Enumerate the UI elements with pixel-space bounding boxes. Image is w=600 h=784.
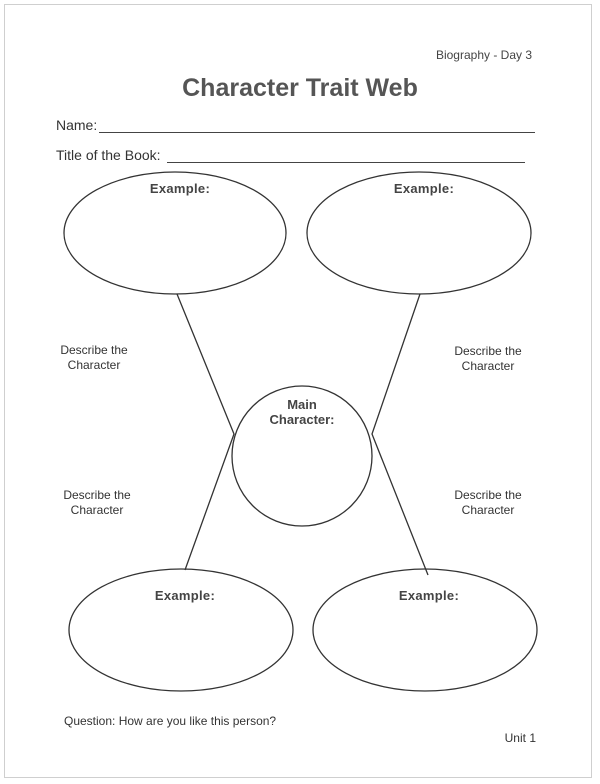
reflection-question: Question: How are you like this person? xyxy=(64,714,277,728)
main-character-line-2: Character: xyxy=(269,412,335,427)
describe-line-1: Describe the xyxy=(454,488,522,502)
example-bubble-top-left xyxy=(63,171,287,295)
name-label: Name: xyxy=(56,117,98,133)
example-bubble-bottom-left xyxy=(68,568,294,692)
lesson-tag: Biography - Day 3 xyxy=(435,48,532,62)
name-field[interactable]: Name: xyxy=(56,117,536,133)
book-title-label: Title of the Book: xyxy=(56,147,161,163)
example-label-bottom-right: Example: xyxy=(398,588,460,603)
describe-label-lower-right: Describe the Character xyxy=(438,488,538,518)
describe-line-2: Character xyxy=(67,358,121,372)
book-title-blank-line[interactable] xyxy=(166,147,525,163)
describe-line-1: Describe the xyxy=(60,343,128,357)
main-character-circle xyxy=(231,385,373,527)
describe-label-upper-right: Describe the Character xyxy=(438,344,538,374)
describe-line-2: Character xyxy=(461,503,515,517)
example-label-bottom-left: Example: xyxy=(154,588,216,603)
book-title-field[interactable]: Title of the Book: xyxy=(56,147,525,163)
name-blank-line[interactable] xyxy=(99,117,536,133)
worksheet-title: Character Trait Web xyxy=(182,74,418,102)
describe-label-lower-left: Describe the Character xyxy=(47,488,147,518)
main-character-label: Main Character: xyxy=(242,397,362,427)
describe-label-upper-left: Describe the Character xyxy=(44,343,144,373)
connector-right xyxy=(371,293,429,576)
example-bubble-top-right xyxy=(306,171,532,295)
describe-line-2: Character xyxy=(461,359,515,373)
connector-left xyxy=(176,293,235,571)
describe-line-2: Character xyxy=(70,503,124,517)
example-label-top-right: Example: xyxy=(393,181,455,196)
describe-line-1: Describe the xyxy=(63,488,131,502)
unit-label: Unit 1 xyxy=(504,731,536,745)
main-character-line-1: Main xyxy=(287,397,317,412)
example-label-top-left: Example: xyxy=(149,181,211,196)
describe-line-1: Describe the xyxy=(454,344,522,358)
